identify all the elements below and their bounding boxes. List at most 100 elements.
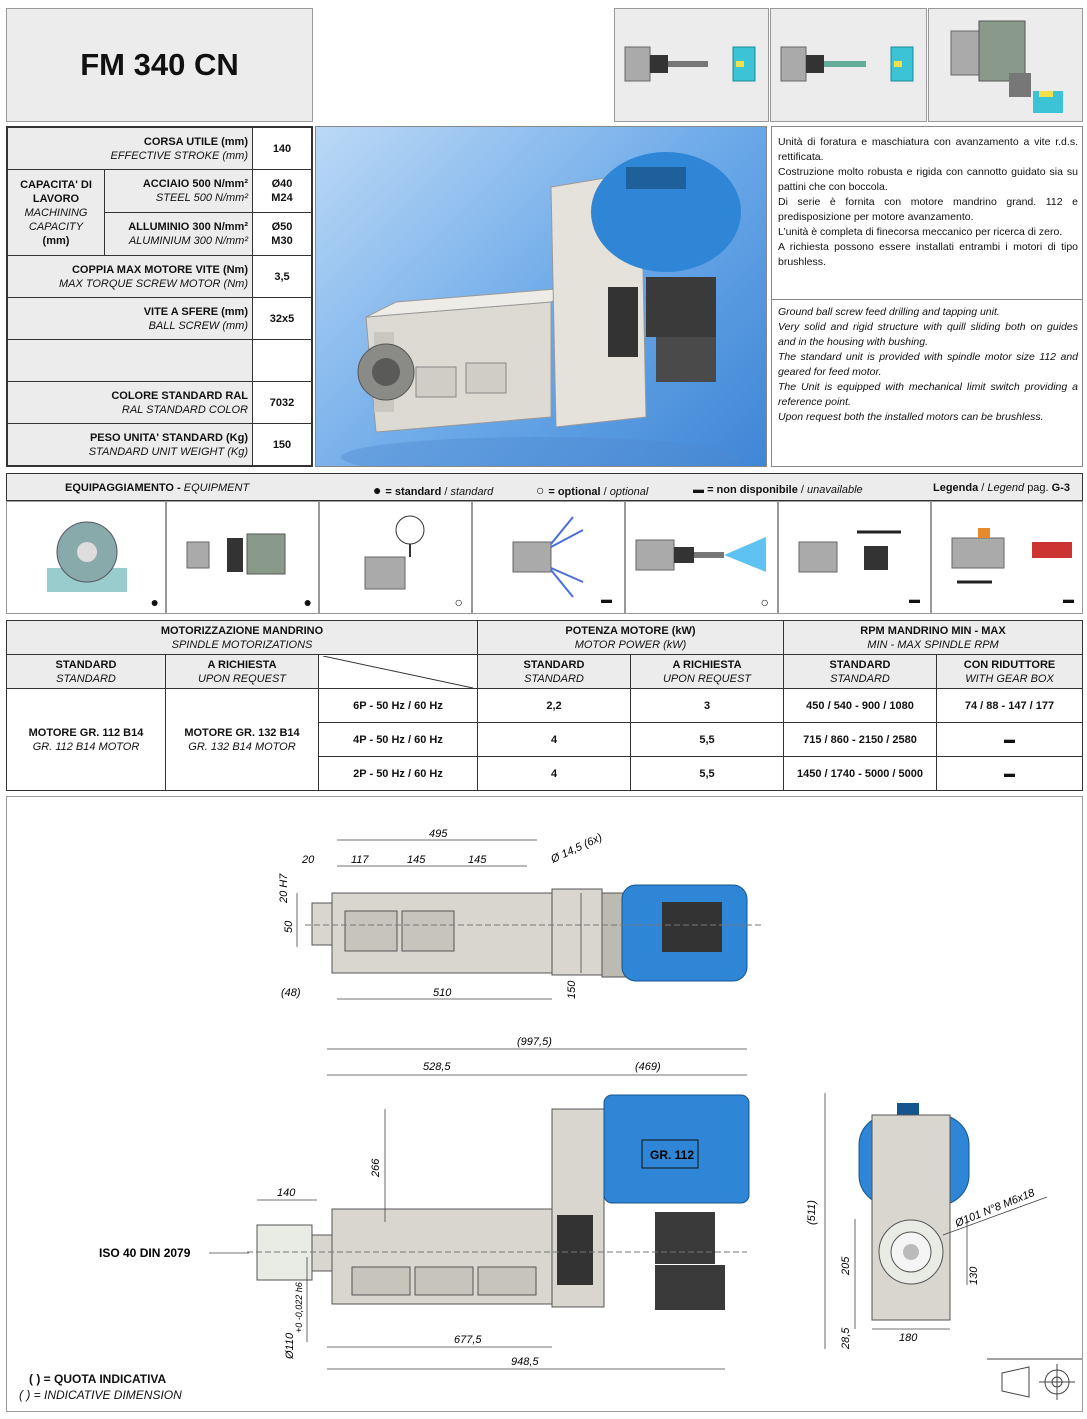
through-spindle-coolant-icon — [635, 537, 766, 572]
torque-label-en: MAX TORQUE SCREW MOTOR (Nm) — [58, 277, 248, 290]
spec-table: CORSA UTILE (mm)EFFECTIVE STROKE (mm) 14… — [6, 126, 313, 467]
table-row: 2P - 50 Hz / 60 Hz 4 5,5 1450 / 1740 - 5… — [7, 756, 1083, 791]
description-en: Ground ball screw feed drilling and tapp… — [778, 306, 1078, 423]
motor-size-label: GR. 112 — [650, 1148, 694, 1162]
dim-266: 266 — [370, 1158, 382, 1178]
dim-205: 205 — [840, 1256, 852, 1276]
operation-icon-tapping — [770, 8, 927, 122]
capacity-label-2: LAVORO — [32, 192, 80, 205]
color-label: COLORE STANDARD RAL — [111, 389, 248, 402]
equipment-mark-7: ▬ — [1063, 594, 1074, 606]
dim-117: 117 — [351, 854, 369, 866]
legend-unavailable-it: = non disponibile — [707, 484, 798, 496]
equipment-mark-6: ▬ — [909, 594, 920, 606]
legend-ref: Legenda / Legend pag. G-3 — [933, 482, 1071, 494]
description-box: Unità di foratura e maschiatura con avan… — [771, 126, 1083, 467]
equipment-title: EQUIPAGGIAMENTO - EQUIPMENT — [65, 481, 249, 495]
legend-ref-page: pag. — [1027, 482, 1049, 494]
legend-standard: ● = standard / standard — [373, 482, 494, 498]
top-view — [305, 884, 762, 982]
diagonal-cell — [318, 654, 478, 689]
legend-unavailable: ▬ = non disponibile / unavailable — [693, 484, 863, 496]
col-power-request: A RICHIESTA — [672, 658, 742, 671]
power-std-cell: 4 — [477, 722, 631, 757]
equipment-cell-5: ○ — [625, 501, 778, 614]
col-power-standard: STANDARD — [523, 658, 585, 671]
equipment-title-it: EQUIPAGGIAMENTO - — [65, 482, 181, 494]
dim-180: 180 — [899, 1332, 918, 1344]
col-rpm-standard: STANDARD — [829, 658, 891, 671]
rpm-header-en: MIN - MAX SPINDLE RPM — [867, 638, 999, 651]
footnote-it: ( ) = QUOTA INDICATIVA — [29, 1372, 167, 1386]
legend-ref-it: Legenda — [933, 482, 979, 494]
rpm-cell: 450 / 540 - 900 / 1080 — [783, 688, 937, 723]
alu-label-en: ALUMINIUM 300 N/mm² — [128, 235, 248, 247]
diagonal-line — [323, 655, 473, 688]
dim-677: 677,5 — [454, 1334, 482, 1346]
flange-spec: Ø101 N°8 M6x18 — [953, 1187, 1038, 1230]
angular-head-icon — [950, 20, 1063, 113]
capacity-label: CAPACITA' DI — [20, 178, 92, 191]
screw-label: VITE A SFERE (mm) — [143, 305, 248, 318]
dim-495: 495 — [429, 828, 448, 840]
capacity-label-en: MACHINING — [24, 206, 88, 219]
multi-spindle-head-icon — [47, 521, 127, 592]
weight-label: PESO UNITA' STANDARD (Kg) — [89, 431, 248, 444]
stroke-label: CORSA UTILE (mm) — [143, 135, 248, 148]
dim-110: Ø110 — [284, 1332, 296, 1360]
steel-label-en: STEEL 500 N/mm² — [155, 192, 248, 204]
equipment-cell-7: ▬ — [931, 501, 1083, 614]
motor-request: MOTORE GR. 132 B14 — [184, 726, 300, 739]
col-standard: STANDARD — [55, 658, 117, 671]
tapping-icon — [780, 46, 914, 82]
side-view — [247, 1094, 750, 1310]
stroke-label-en: EFFECTIVE STROKE (mm) — [110, 149, 249, 162]
equipment-header: EQUIPAGGIAMENTO - EQUIPMENT ● = standard… — [6, 473, 1083, 501]
dim-130: 130 — [968, 1266, 980, 1285]
stroke-value: 140 — [252, 127, 312, 170]
col-standard-en: STANDARD — [56, 672, 116, 685]
dim-20: 20 — [301, 854, 315, 866]
dim-50: 50 — [283, 920, 295, 933]
projection-symbol-icon — [987, 1358, 1082, 1400]
product-photo — [315, 126, 767, 467]
dim-20h7: 20 H7 — [278, 873, 290, 904]
steel-drill-value: Ø40 — [271, 178, 293, 190]
dim-948: 948,5 — [511, 1356, 539, 1368]
motor-standard-en: GR. 112 B14 MOTOR — [32, 740, 140, 753]
dim-holes: Ø 14,5 (6x) — [548, 831, 604, 866]
gear-cell: ▬ — [936, 756, 1083, 791]
dim-511: (511) — [806, 1200, 818, 1225]
alu-tap-value: M30 — [271, 235, 293, 247]
power-header: POTENZA MOTORE (kW) — [565, 624, 696, 637]
screw-value: 32x5 — [252, 297, 312, 340]
rpm-cell: 715 / 860 - 2150 / 2580 — [783, 722, 937, 757]
motor-standard: MOTORE GR. 112 B14 — [28, 726, 144, 739]
dial-indicator-icon — [364, 515, 425, 590]
tool-clamp-icon — [798, 530, 901, 573]
equipment-cell-1: ● — [6, 501, 166, 614]
capacity-unit: (mm) — [42, 234, 70, 247]
poles-cell: 6P - 50 Hz / 60 Hz — [318, 688, 478, 723]
alu-drill-value: Ø50 — [271, 221, 293, 233]
operation-icon-drilling — [614, 8, 769, 122]
rpm-cell: 1450 / 1740 - 5000 / 5000 — [783, 756, 937, 791]
equipment-mark-5: ○ — [760, 594, 769, 610]
page-title: FM 340 CN — [80, 47, 239, 82]
color-value: 7032 — [252, 381, 312, 424]
legend-standard-it: = standard — [385, 486, 442, 498]
multi-spindle-adapter-icon — [186, 533, 286, 575]
dim-28-5: 28,5 — [840, 1327, 852, 1350]
power-req-cell: 3 — [630, 688, 784, 723]
power-std-cell: 4 — [477, 756, 631, 791]
title-box: FM 340 CN — [6, 8, 313, 122]
drawing-canvas: 495 20 117 145 145 Ø 14,5 (6x) 20 H7 50 … — [99, 828, 1082, 1400]
dim-145-a: 145 — [407, 854, 426, 866]
top-dimension-lines — [296, 839, 582, 1000]
col-request: A RICHIESTA — [207, 658, 277, 671]
torque-label: COPPIA MAX MOTORE VITE (Nm) — [71, 263, 248, 276]
steel-tap-value: M24 — [271, 192, 293, 204]
rpm-header: RPM MANDRINO MIN - MAX — [860, 624, 1006, 637]
torque-value: 3,5 — [252, 255, 312, 298]
